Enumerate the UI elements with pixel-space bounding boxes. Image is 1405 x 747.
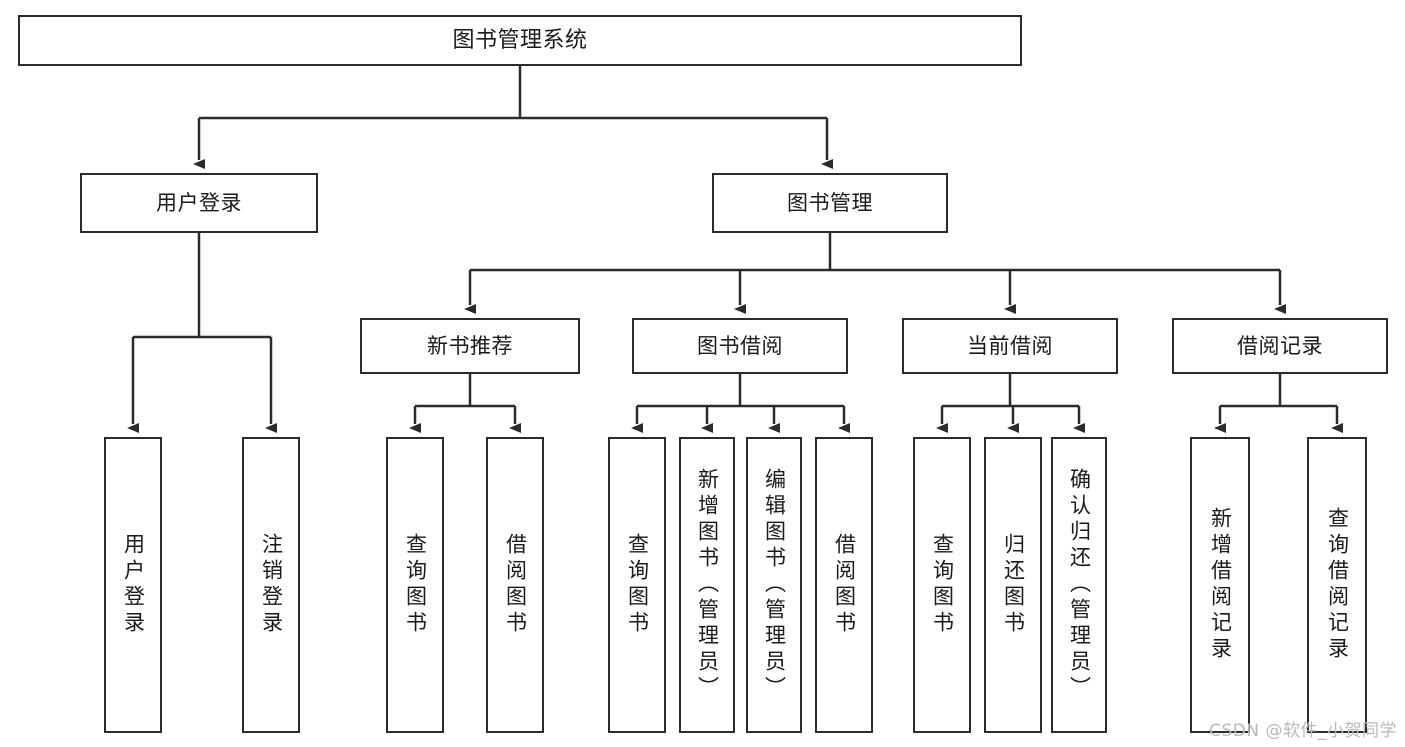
node-new-book-recommend[interactable]: 新书推荐: [360, 318, 580, 374]
node-book-borrow[interactable]: 图书借阅: [632, 318, 848, 374]
node-leaf-query-record[interactable]: 查询借阅记录: [1307, 437, 1367, 733]
node-leaf-add-book-label: 新增图书（管理员）: [695, 468, 720, 702]
node-user-login[interactable]: 用户登录: [80, 173, 318, 233]
node-leaf-logout-label: 注销登录: [259, 533, 284, 637]
node-current-borrow-label: 当前借阅: [967, 333, 1053, 358]
node-leaf-add-record[interactable]: 新增借阅记录: [1190, 437, 1250, 733]
node-borrow-record[interactable]: 借阅记录: [1172, 318, 1388, 374]
node-leaf-query-record-label: 查询借阅记录: [1325, 507, 1350, 663]
node-current-borrow[interactable]: 当前借阅: [902, 318, 1118, 374]
node-book-borrow-label: 图书借阅: [697, 333, 783, 358]
node-leaf-query-book-3[interactable]: 查询图书: [913, 437, 971, 733]
node-borrow-record-label: 借阅记录: [1237, 333, 1323, 358]
node-leaf-user-login[interactable]: 用户登录: [104, 437, 162, 733]
node-leaf-borrow-book-2[interactable]: 借阅图书: [815, 437, 873, 733]
node-leaf-add-record-label: 新增借阅记录: [1208, 507, 1233, 663]
node-user-login-label: 用户登录: [156, 190, 242, 215]
node-leaf-query-book-3-label: 查询图书: [930, 533, 955, 637]
node-leaf-query-book-1-label: 查询图书: [403, 533, 428, 637]
node-leaf-confirm-return[interactable]: 确认归还（管理员）: [1051, 437, 1107, 733]
node-leaf-borrow-book-1[interactable]: 借阅图书: [486, 437, 544, 733]
node-leaf-query-book-2-label: 查询图书: [625, 533, 650, 637]
node-book-manage-label: 图书管理: [787, 190, 873, 215]
node-leaf-edit-book-label: 编辑图书（管理员）: [762, 468, 787, 702]
node-leaf-borrow-book-1-label: 借阅图书: [503, 533, 528, 637]
node-leaf-return-book[interactable]: 归还图书: [984, 437, 1042, 733]
node-leaf-edit-book[interactable]: 编辑图书（管理员）: [746, 437, 802, 733]
node-leaf-logout[interactable]: 注销登录: [242, 437, 300, 733]
node-leaf-add-book[interactable]: 新增图书（管理员）: [679, 437, 735, 733]
node-new-book-recommend-label: 新书推荐: [427, 333, 513, 358]
node-leaf-user-login-label: 用户登录: [121, 533, 146, 637]
node-leaf-query-book-1[interactable]: 查询图书: [386, 437, 444, 733]
node-leaf-borrow-book-2-label: 借阅图书: [832, 533, 857, 637]
node-leaf-return-book-label: 归还图书: [1001, 533, 1026, 637]
node-leaf-query-book-2[interactable]: 查询图书: [608, 437, 666, 733]
node-root[interactable]: 图书管理系统: [18, 15, 1022, 66]
node-root-label: 图书管理系统: [452, 27, 588, 53]
watermark-text: CSDN @软件_小贺同学: [1209, 721, 1397, 741]
node-leaf-confirm-return-label: 确认归还（管理员）: [1067, 468, 1092, 702]
node-book-manage[interactable]: 图书管理: [712, 173, 948, 233]
